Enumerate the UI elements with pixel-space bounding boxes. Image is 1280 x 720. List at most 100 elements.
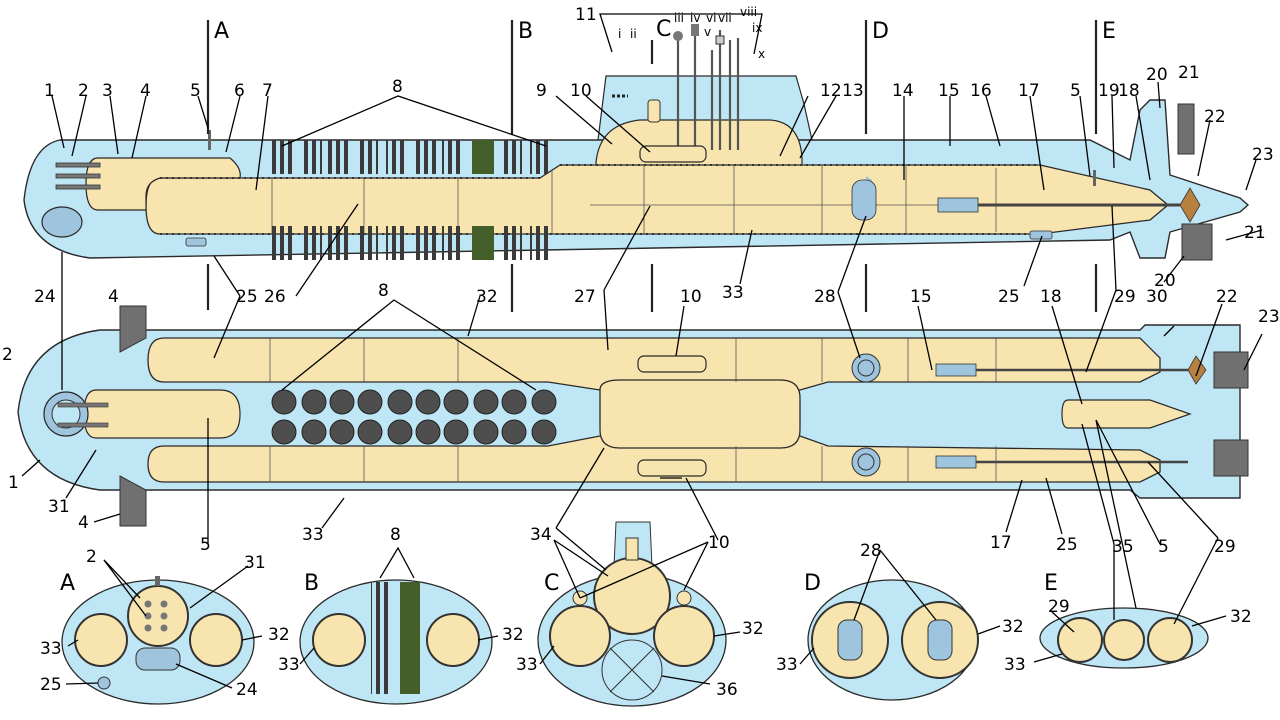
missile-tube-upper <box>386 140 408 174</box>
part-number-label: 10 <box>708 533 730 553</box>
part-number-label: 32 <box>502 625 524 645</box>
missile-silo-top <box>473 419 499 445</box>
mast-label: vii <box>718 11 732 25</box>
mast-label: x <box>758 47 765 61</box>
part-number-label: 9 <box>536 81 547 101</box>
missile-tube-upper <box>270 140 292 174</box>
part-number-label: 25 <box>40 675 62 695</box>
part-number-label: 31 <box>48 497 70 517</box>
missile-tube-upper <box>300 140 322 174</box>
part-number-label: 8 <box>392 77 403 97</box>
part-number-label: 32 <box>1002 617 1024 637</box>
section-letter: A <box>60 571 75 596</box>
rudder-upper <box>1177 103 1195 155</box>
part-number-label: 31 <box>244 553 266 573</box>
part-number-label: 22 <box>1216 287 1238 307</box>
part-number-label: 4 <box>108 287 119 307</box>
part-number-label: 28 <box>860 541 882 561</box>
part-number-label: 4 <box>78 513 89 533</box>
part-number-label: 29 <box>1114 287 1136 307</box>
section-letter: D <box>804 571 821 596</box>
missile-tube-lower <box>472 226 494 260</box>
part-number-label: 5 <box>200 535 211 555</box>
missile-silo-top <box>387 419 413 445</box>
pressure-hull-lower <box>147 435 1161 483</box>
part-number-label: 23 <box>1252 145 1274 165</box>
missile-silo-top <box>357 389 383 415</box>
part-number-label: 33 <box>302 525 324 545</box>
part-number-label: 33 <box>516 655 538 675</box>
section-letter: C <box>656 17 671 42</box>
missile-silo-top <box>531 419 557 445</box>
part-number-label: 5 <box>1070 81 1081 101</box>
mast-label: iii <box>674 11 684 25</box>
missile-tube-lower <box>414 226 436 260</box>
part-number-label: 32 <box>1230 607 1252 627</box>
missile-silo-top <box>301 419 327 445</box>
part-number-label: 3 <box>102 81 113 101</box>
section-letter: E <box>1102 19 1116 44</box>
missile-silo-top <box>329 419 355 445</box>
missile-silo-top <box>473 389 499 415</box>
missile-tube-lower <box>442 226 464 260</box>
part-number-label: 28 <box>814 287 836 307</box>
part-number-label: 15 <box>910 287 932 307</box>
missile-tube-lower <box>300 226 322 260</box>
part-number-label: 1 <box>44 81 55 101</box>
missile-tube-upper <box>328 140 350 174</box>
part-number-label: 18 <box>1040 287 1062 307</box>
part-number-label: 25 <box>1056 535 1078 555</box>
missile-tube-lower <box>386 226 408 260</box>
missile-tube-upper <box>414 140 436 174</box>
missile-silo-top <box>531 389 557 415</box>
missile-tube-lower <box>356 226 378 260</box>
part-number-label: 10 <box>570 81 592 101</box>
mast-label: ix <box>752 21 762 35</box>
missile-silo-top <box>415 419 441 445</box>
missile-tube-upper <box>472 140 494 174</box>
mast-label: vi <box>706 11 716 25</box>
missile-tube-upper <box>530 140 552 174</box>
part-number-label: 18 <box>1118 81 1140 101</box>
missile-silo-top <box>329 389 355 415</box>
missile-tube-lower <box>328 226 350 260</box>
part-number-label: 2 <box>78 81 89 101</box>
missile-silo-top <box>501 389 527 415</box>
section-letter: C <box>544 571 559 596</box>
mast-label: i <box>618 27 621 41</box>
missile-tube-upper <box>500 140 522 174</box>
part-number-label: 7 <box>262 81 273 101</box>
cross-sections <box>61 521 1209 707</box>
missile-silo-top <box>501 419 527 445</box>
part-number-label: 15 <box>938 81 960 101</box>
part-number-label: 21 <box>1178 63 1200 83</box>
missile-silo-top <box>387 389 413 415</box>
missile-silo-top <box>443 419 469 445</box>
section-letter: B <box>518 19 533 44</box>
part-number-label: 19 <box>1098 81 1120 101</box>
part-number-label: 13 <box>842 81 864 101</box>
part-number-label: 10 <box>680 287 702 307</box>
part-number-label: 35 <box>1112 537 1134 557</box>
section-letter: A <box>214 19 229 44</box>
part-number-label: 32 <box>476 287 498 307</box>
missile-silo-top <box>301 389 327 415</box>
part-number-label: 33 <box>40 639 62 659</box>
part-number-label: 22 <box>1204 107 1226 127</box>
top-view <box>17 305 1249 527</box>
mast-label: iv <box>690 11 700 25</box>
part-number-label: 5 <box>190 81 201 101</box>
part-number-label: 29 <box>1214 537 1236 557</box>
part-number-label: 24 <box>34 287 56 307</box>
part-number-label: 27 <box>574 287 596 307</box>
part-number-label: 25 <box>236 287 258 307</box>
part-number-label: 16 <box>970 81 992 101</box>
central-module <box>599 379 801 449</box>
stern-plane-upper <box>1213 351 1249 389</box>
missile-tube-lower <box>270 226 292 260</box>
part-number-label: 32 <box>742 619 764 639</box>
missile-silo-top <box>415 389 441 415</box>
